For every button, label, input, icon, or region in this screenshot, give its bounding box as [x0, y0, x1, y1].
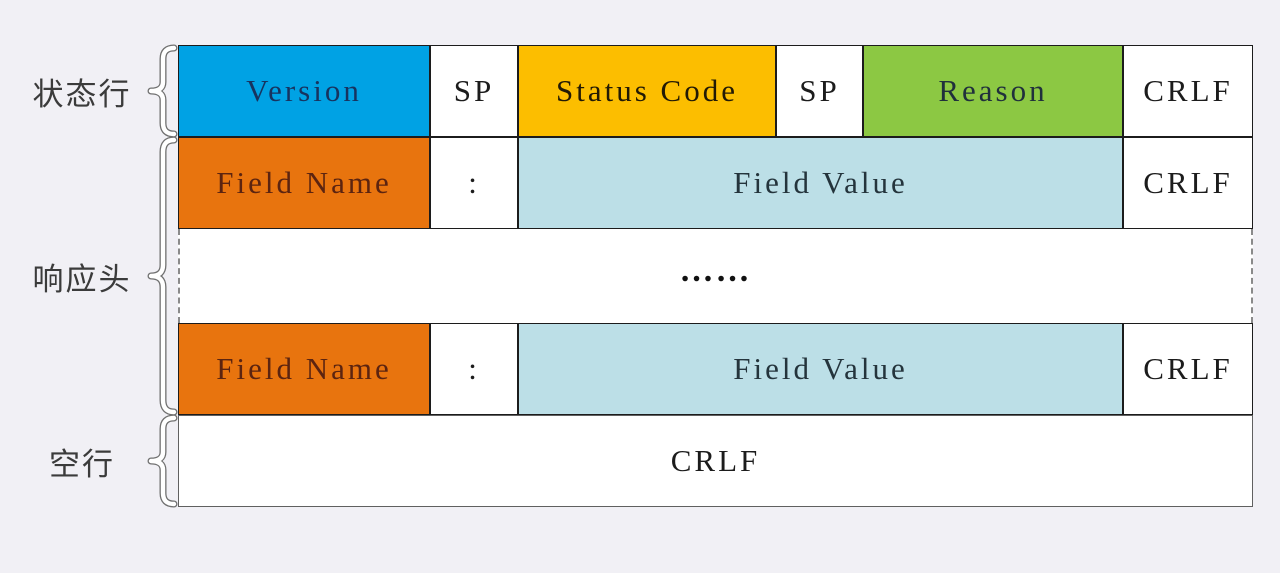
version-cell: Version: [178, 45, 430, 137]
crlf-cell: CRLF: [1123, 323, 1253, 415]
status-line-brace-icon: [147, 44, 178, 138]
field-name-cell: Field Name: [178, 137, 430, 229]
status-code-cell: Status Code: [518, 45, 776, 137]
field-value-cell: Field Value: [518, 323, 1123, 415]
colon-cell: :: [430, 137, 518, 229]
empty-line-row: CRLF: [178, 415, 1253, 507]
empty-line-label: 空行: [49, 446, 115, 482]
status-line-label: 状态行: [32, 76, 132, 112]
field-value-cell: Field Value: [518, 137, 1123, 229]
sp-cell: SP: [776, 45, 863, 137]
ellipsis-row: ……: [178, 229, 1253, 323]
response-headers-brace-icon: [147, 136, 178, 416]
sp-cell: SP: [430, 45, 518, 137]
colon-cell: :: [430, 323, 518, 415]
field-name-cell: Field Name: [178, 323, 430, 415]
response-headers-label: 响应头: [32, 261, 132, 297]
crlf-cell: CRLF: [1123, 137, 1253, 229]
reason-cell: Reason: [863, 45, 1123, 137]
empty-line-brace-icon: [147, 414, 178, 508]
crlf-cell: CRLF: [1123, 45, 1253, 137]
ellipsis-text: ……: [679, 252, 752, 289]
